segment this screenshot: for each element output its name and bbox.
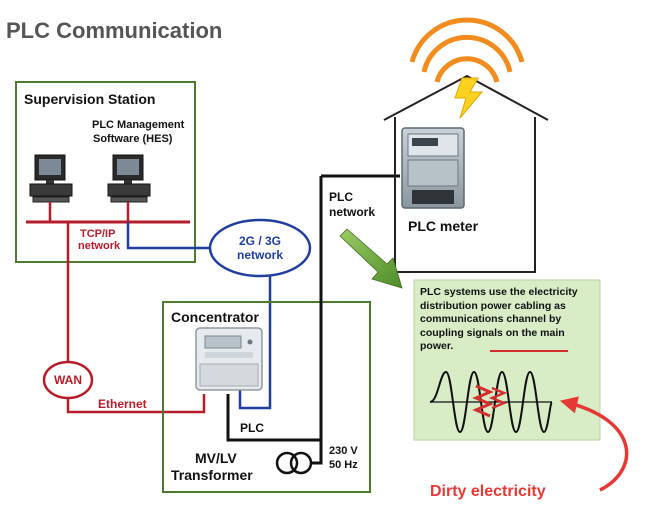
mobile-link-line <box>126 222 212 250</box>
software-label-line2: Software (HES) <box>93 133 173 145</box>
transformer-icon <box>275 451 313 475</box>
signal-arcs-icon <box>409 17 525 83</box>
concentrator-label: Concentrator <box>171 309 259 325</box>
concentrator-box <box>162 301 371 493</box>
mobile-network-ellipse <box>208 218 312 278</box>
wan-label: WAN <box>54 373 82 387</box>
plc-link-label: PLC <box>240 421 264 435</box>
plc-network-line2: network <box>329 205 375 219</box>
page-title: PLC Communication <box>6 18 222 43</box>
ethernet-label: Ethernet <box>98 397 147 411</box>
tcpip-label-line1: TCP/IP <box>80 228 115 240</box>
computer-icon <box>107 154 151 203</box>
plc-network-line1: PLC <box>329 190 353 204</box>
house-outline <box>383 74 549 273</box>
supervision-station-title: Supervision Station <box>24 91 155 107</box>
transformer-supply-line <box>311 440 323 465</box>
concentrator-icon <box>195 327 263 391</box>
green-arrow <box>339 228 403 289</box>
supervision-station-box <box>15 81 196 263</box>
meter-icon <box>401 127 465 209</box>
signal-wave <box>429 370 553 434</box>
mobile-network-line2: network <box>237 248 283 262</box>
tcpip-label-line2: network <box>78 240 121 252</box>
software-label-line1: PLC Management <box>92 119 185 131</box>
wan-ellipse <box>42 360 94 400</box>
dirty-electricity-label: Dirty electricity <box>430 483 546 500</box>
voltage-line2: 50 Hz <box>329 459 358 471</box>
mobile-network-line1: 2G / 3G <box>239 234 281 248</box>
ethernet-line <box>66 394 206 414</box>
meter-label: PLC meter <box>408 218 479 234</box>
transformer-line1: MV/LV <box>195 450 237 466</box>
plc-network-line <box>226 176 323 442</box>
computer-icon <box>29 154 73 203</box>
voltage-line1: 230 V <box>329 445 358 457</box>
info-text: PLC systems use the electricity distribu… <box>420 286 578 353</box>
transformer-line2: Transformer <box>171 467 253 483</box>
dirty-electricity-arrow <box>559 396 629 492</box>
lightning-icon <box>454 77 484 119</box>
mobile-to-concentrator-line <box>238 276 272 410</box>
